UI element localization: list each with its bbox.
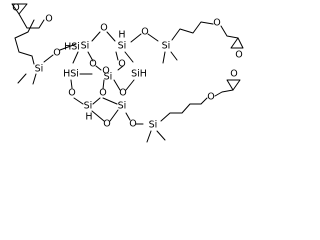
atom-si-right-silyl: Si [162, 41, 171, 52]
bond-left-silyl-o [43, 54, 54, 63]
atom-o-bottom-link: O [129, 119, 136, 130]
methyl-bottom-silyl-b [156, 130, 166, 141]
atom-o-cage-lower-center: O [99, 88, 106, 99]
atom-si-left-silyl: Si [35, 64, 44, 75]
cage-bond-16 [91, 110, 105, 122]
cage-bond-10 [70, 79, 73, 89]
atom-o-cage-top: O [100, 23, 107, 34]
cage-bond-1 [91, 31, 101, 42]
atom-o-cage-mid-center: O [102, 66, 109, 77]
atom-si-cage-top-left: Si [81, 41, 90, 52]
methyl-left-silyl-a [17, 73, 27, 84]
cage-bond-18 [102, 97, 118, 105]
atom-o-left-top: O [53, 48, 60, 59]
atom-o-cage-mid-left: O [89, 59, 96, 70]
atom-si-cage-bottom-left: Si [84, 101, 93, 112]
cage-bond-13 [125, 79, 135, 91]
cage-bond-3 [72, 51, 79, 64]
cage-bond-9 [117, 65, 124, 71]
atom-o-cage-lower-left: O [68, 88, 75, 99]
atom-o-cage-lower-right: O [119, 88, 126, 99]
atom-o-epoxide-right: O [235, 50, 242, 61]
cage-bond-11 [102, 79, 105, 90]
chain-right-ether-epoxide [220, 25, 239, 39]
atom-labels: O O Si O Si HSi O Si H O Si O O HSi O O … [12, 3, 242, 131]
atom-si-cage-bottom-right: Si [118, 101, 127, 112]
bond-o-si-topleft [59, 43, 77, 51]
cage-bond-2 [106, 31, 116, 42]
cage-bond-17 [109, 109, 119, 122]
cage-bond-12 [113, 79, 121, 91]
atom-h-cage-bottom-left: H [85, 112, 92, 123]
methyl-right-silyl [162, 51, 166, 64]
bond-o-right-silyl [147, 33, 159, 42]
atom-o-epoxide-bottom: O [230, 69, 237, 80]
cage-bond-8 [95, 65, 102, 71]
atom-o-epoxide-left: O [12, 3, 19, 14]
methyl-right-silyl-b [170, 51, 178, 61]
cage-bond-4 [87, 51, 94, 62]
atom-si-cage-center: Si [104, 72, 113, 83]
atom-hsi-cage-top-left: HSi [64, 42, 80, 53]
bond-cage-o-bottom [125, 112, 131, 121]
atom-hsi-cage-mid-left: HSi [63, 69, 79, 80]
cage-bond-15 [92, 97, 101, 105]
bond-lines [11, 3, 244, 143]
structure-svg: O O Si O Si HSi O Si H O Si O O HSi O O … [11, 3, 244, 143]
atom-o-ether-bottom: O [207, 92, 214, 103]
epoxide-ring-right [230, 37, 244, 49]
chain-bottom-silyl-ether [160, 97, 208, 122]
chain-right-silyl-ether [171, 21, 214, 41]
atom-h-cage-top-right: H [118, 30, 125, 41]
methyl-bottom-silyl-a [146, 130, 152, 143]
epoxide-ring-bottom [226, 79, 241, 91]
atom-o-ether-left: O [45, 14, 52, 25]
atom-o-cage-bottom: O [103, 119, 110, 130]
atom-sih-cage-mid-right: SiH [131, 69, 147, 80]
chain-bottom-ether-epoxide [214, 89, 234, 97]
atom-o-cage-mid-right: O [118, 59, 125, 70]
chain-left-ether-silyl [14, 19, 35, 65]
atom-o-ether-right: O [213, 18, 220, 29]
cage-bond-5 [115, 51, 119, 61]
chain-left-epoxide-ether [18, 13, 45, 29]
epoxide-ring-left [11, 3, 28, 15]
bond-si-o-right [130, 33, 142, 43]
atom-si-bottom-silyl: Si [149, 120, 158, 131]
cage-bond-6 [124, 51, 134, 63]
atom-o-right-top: O [141, 27, 148, 38]
methyl-left-silyl-b [32, 73, 37, 85]
atom-si-cage-top-right: Si [118, 41, 127, 52]
cage-bond-14 [73, 97, 84, 105]
chemical-structure-diagram: O O Si O Si HSi O Si H O Si O O HSi O O … [0, 0, 247, 149]
